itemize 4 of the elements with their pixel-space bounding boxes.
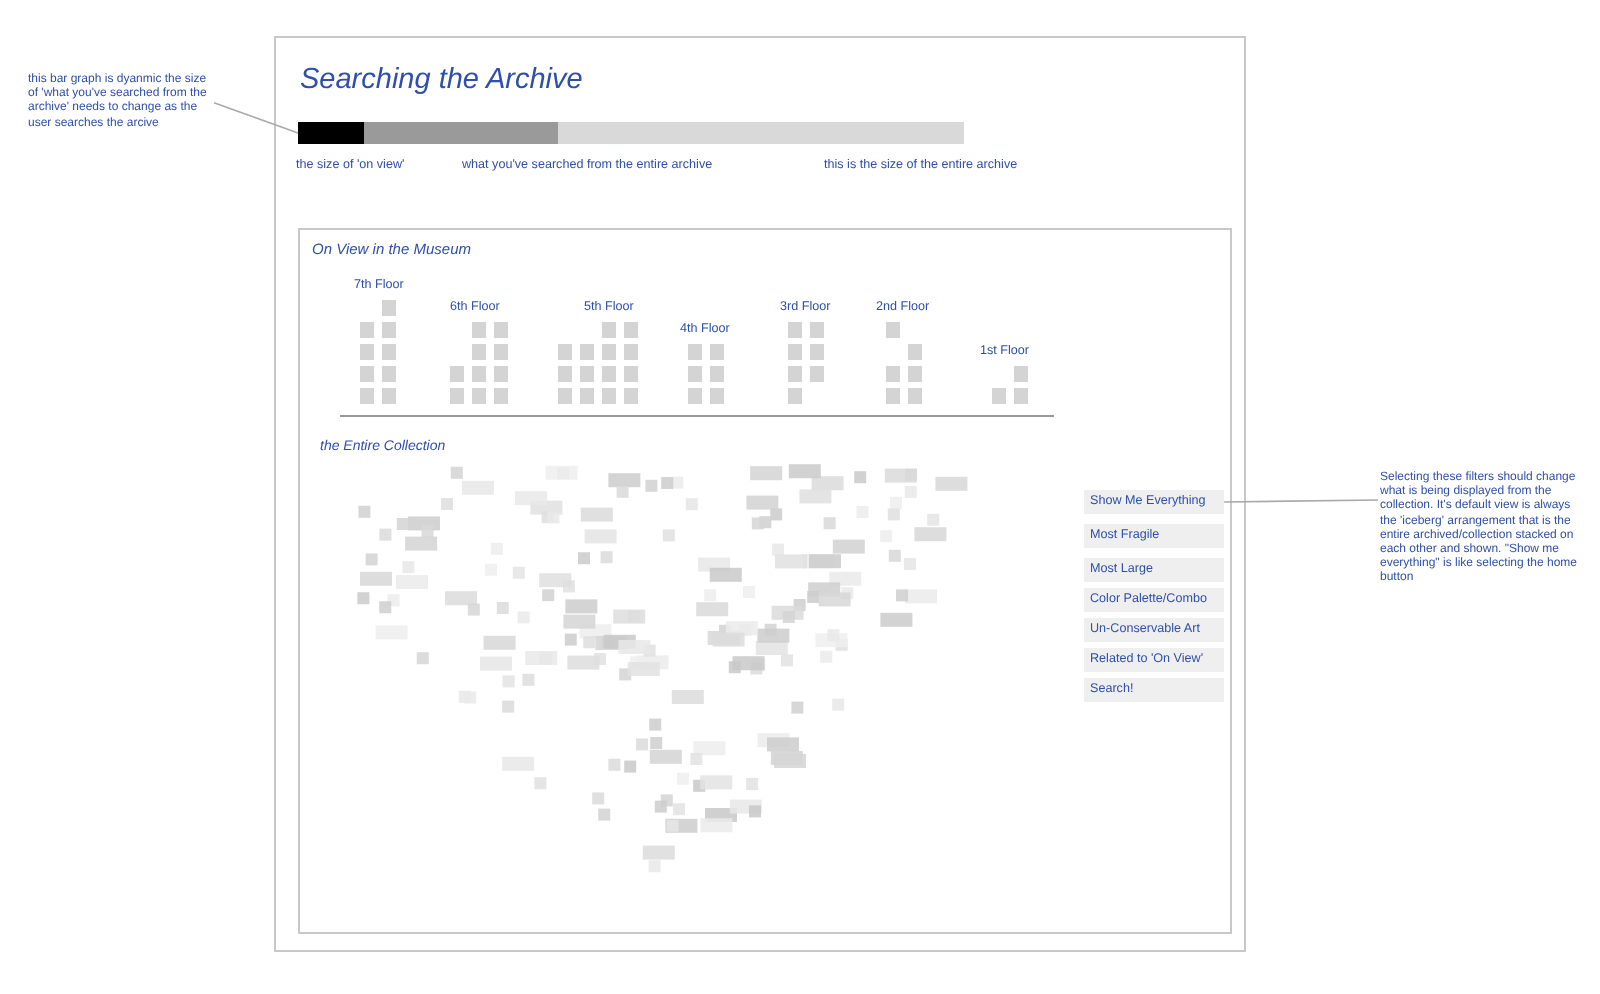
page-frame — [274, 36, 1246, 952]
leader-line — [1223, 499, 1379, 503]
progress-bar — [298, 122, 964, 144]
page-title: Searching the Archive — [300, 64, 583, 96]
